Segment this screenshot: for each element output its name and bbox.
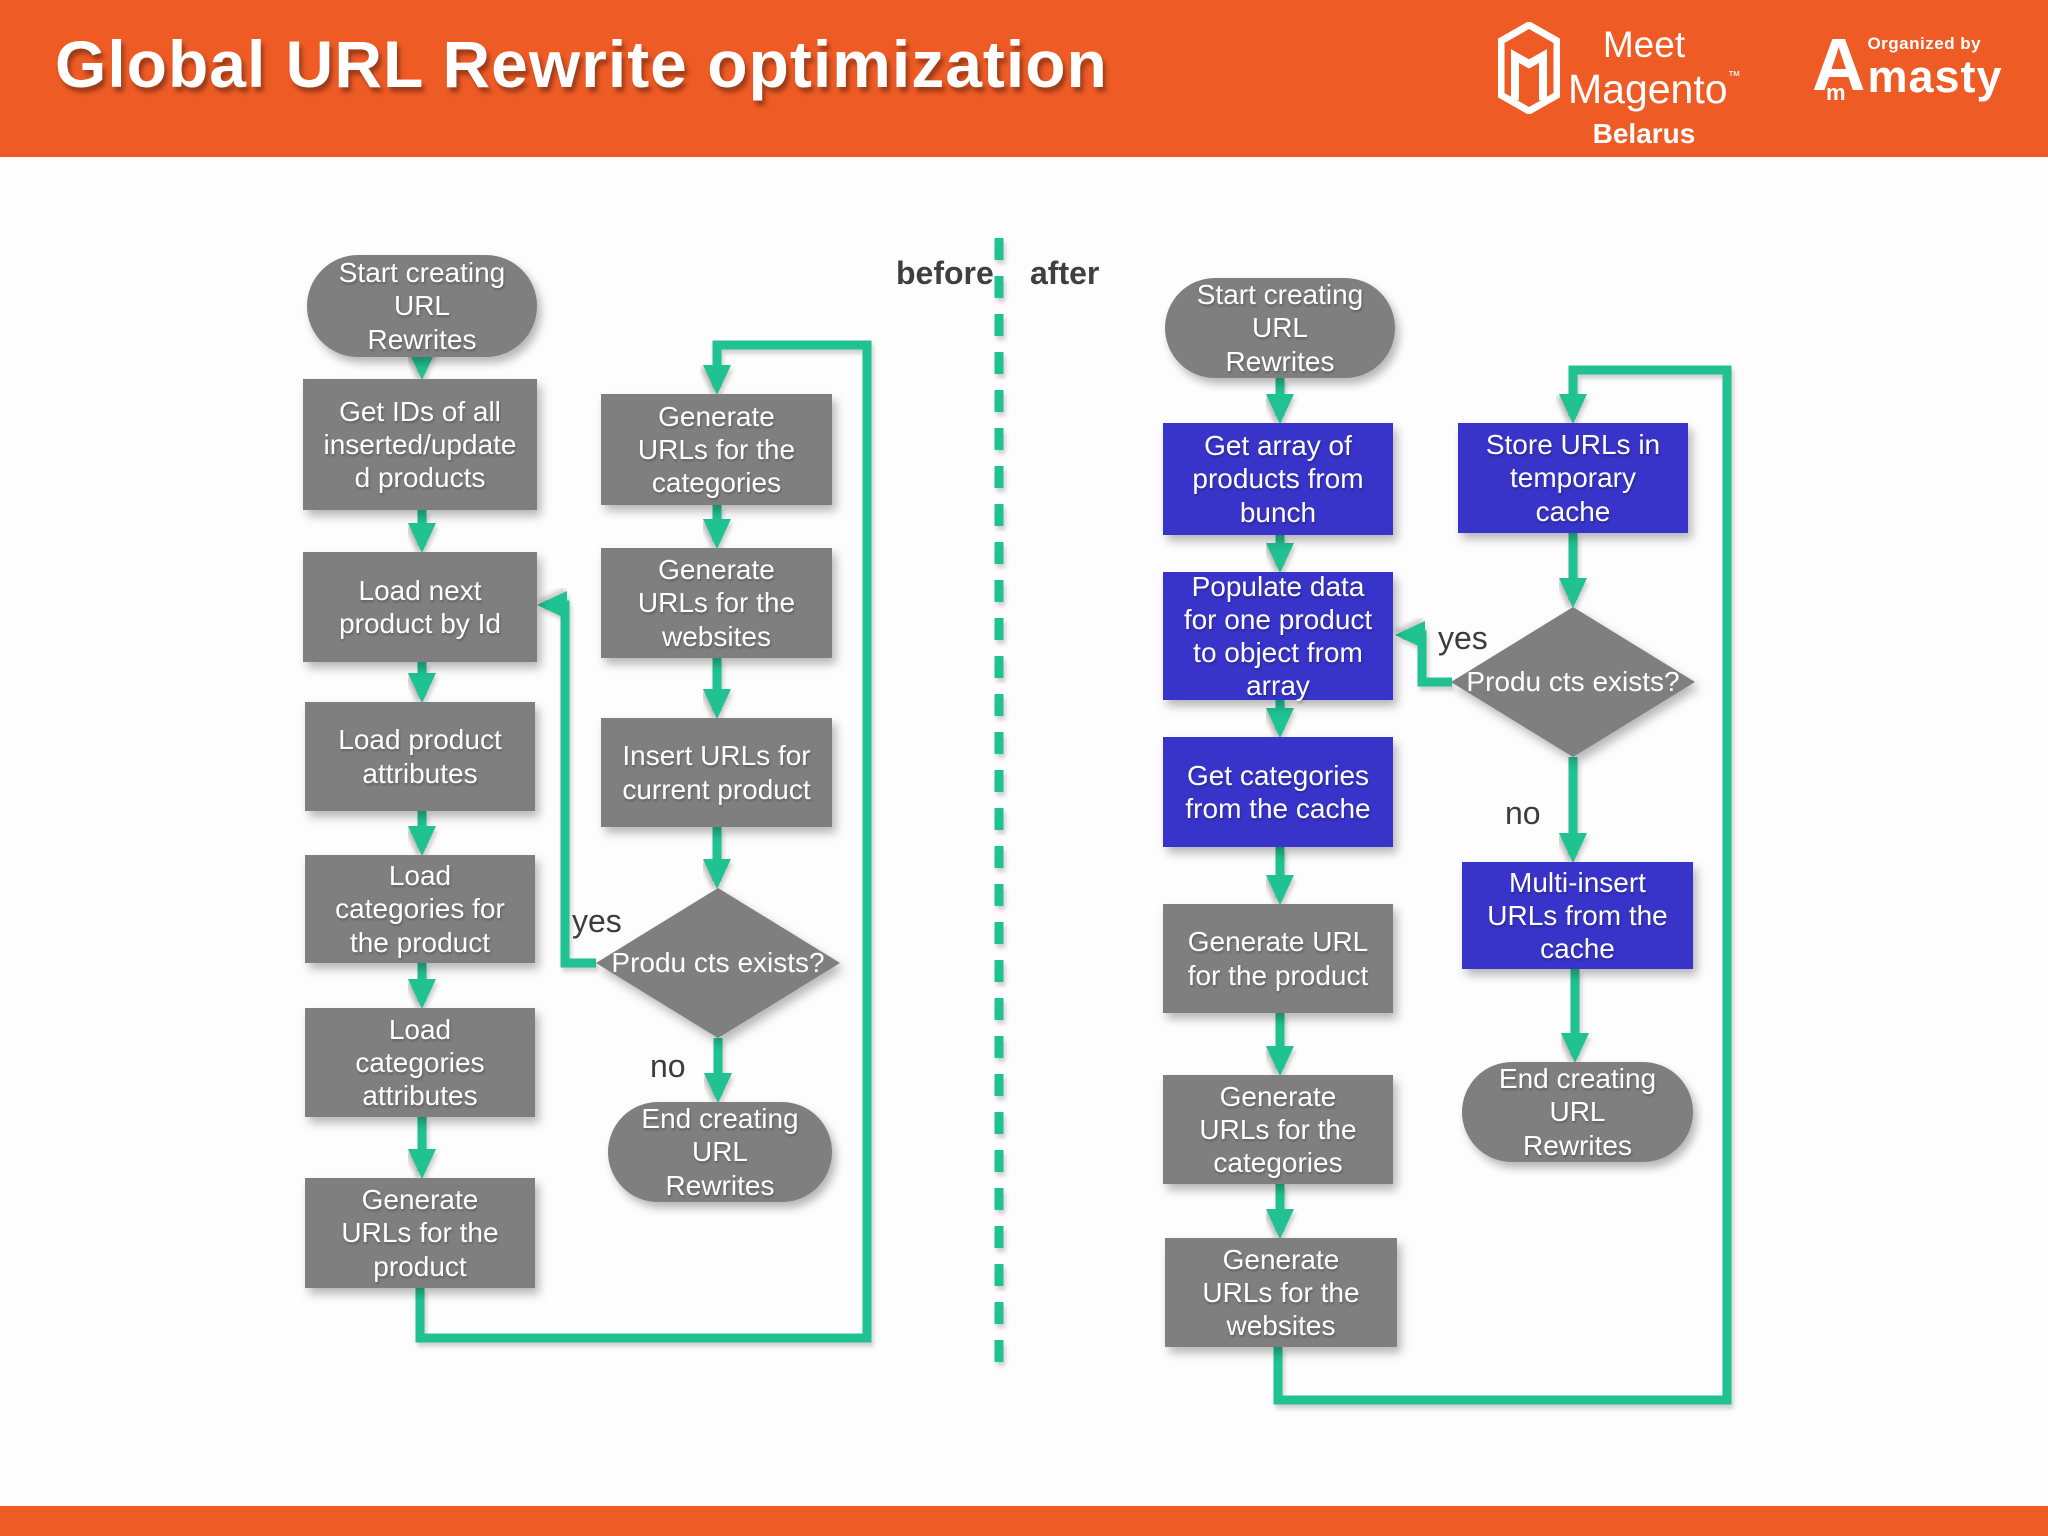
amasty-a-letter: A: [1812, 23, 1866, 106]
magento-belarus-text: Belarus: [1592, 118, 1696, 149]
node-after-get-cats-cache: Get categories from the cache: [1163, 737, 1393, 847]
magento-name-text: Magento™: [1568, 69, 1741, 110]
node-after-gen-url-product: Generate URL for the product: [1163, 904, 1393, 1013]
amasty-m-letter: m: [1826, 80, 1846, 106]
node-after-populate: Populate data for one product to object …: [1163, 571, 1393, 701]
node-after-gen-urls-categories: Generate URLs for the categories: [1163, 1075, 1393, 1184]
node-before-load-cats: Load categories for the product: [305, 855, 535, 963]
node-after-store-urls: Store URLs in temporary cache: [1458, 423, 1688, 533]
node-before-load-cat-attrs: Load categories attributes: [305, 1008, 535, 1117]
node-after-end: End creating URL Rewrites: [1462, 1062, 1693, 1162]
label-after: after: [1030, 255, 1100, 291]
node-before-end: End creating URL Rewrites: [608, 1102, 832, 1202]
magento-logo-text: Meet Magento™ Belarus: [1568, 22, 1741, 149]
node-before-gen-product: Generate URLs for the product: [305, 1178, 535, 1288]
node-after-get-array: Get array of products from bunch: [1163, 423, 1393, 535]
node-before-get-ids: Get IDs of all inserted/update d product…: [303, 379, 537, 510]
magento-icon: [1498, 22, 1560, 114]
label-before-yes: yes: [572, 903, 622, 939]
header-bar: Global URL Rewrite optimization Meet Mag…: [0, 0, 2048, 157]
node-before-insert-current: Insert URLs for current product: [601, 718, 832, 827]
magento-meet-text: Meet: [1602, 24, 1686, 65]
label-before: before: [896, 255, 994, 291]
node-after-start: Start creating URL Rewrites: [1165, 278, 1395, 378]
magento-word: Magento: [1568, 66, 1728, 112]
magento-tm-mark: ™: [1727, 68, 1741, 83]
node-before-start: Start creating URL Rewrites: [307, 255, 537, 357]
label-after-yes: yes: [1438, 620, 1488, 656]
node-after-gen-urls-websites: Generate URLs for the websites: [1165, 1238, 1397, 1347]
node-before-load-next: Load next product by Id: [303, 552, 537, 662]
amasty-brand-text: masty: [1867, 51, 2003, 102]
node-before-decision: Produ cts exists?: [596, 888, 840, 1038]
slide-title: Global URL Rewrite optimization: [55, 27, 1108, 101]
amasty-organized-by-text: Organized by: [1867, 34, 1982, 53]
label-after-no: no: [1505, 795, 1541, 831]
footer-bar: [0, 1506, 2048, 1536]
node-after-multi-insert: Multi-insert URLs from the cache: [1462, 862, 1693, 969]
node-before-gen-websites: Generate URLs for the websites: [601, 548, 832, 658]
node-before-gen-categories: Generate URLs for the categories: [601, 394, 832, 505]
label-before-no: no: [650, 1048, 686, 1084]
meet-magento-logo: Meet Magento™ Belarus: [1498, 22, 1741, 149]
node-before-load-attrs: Load product attributes: [305, 702, 535, 811]
